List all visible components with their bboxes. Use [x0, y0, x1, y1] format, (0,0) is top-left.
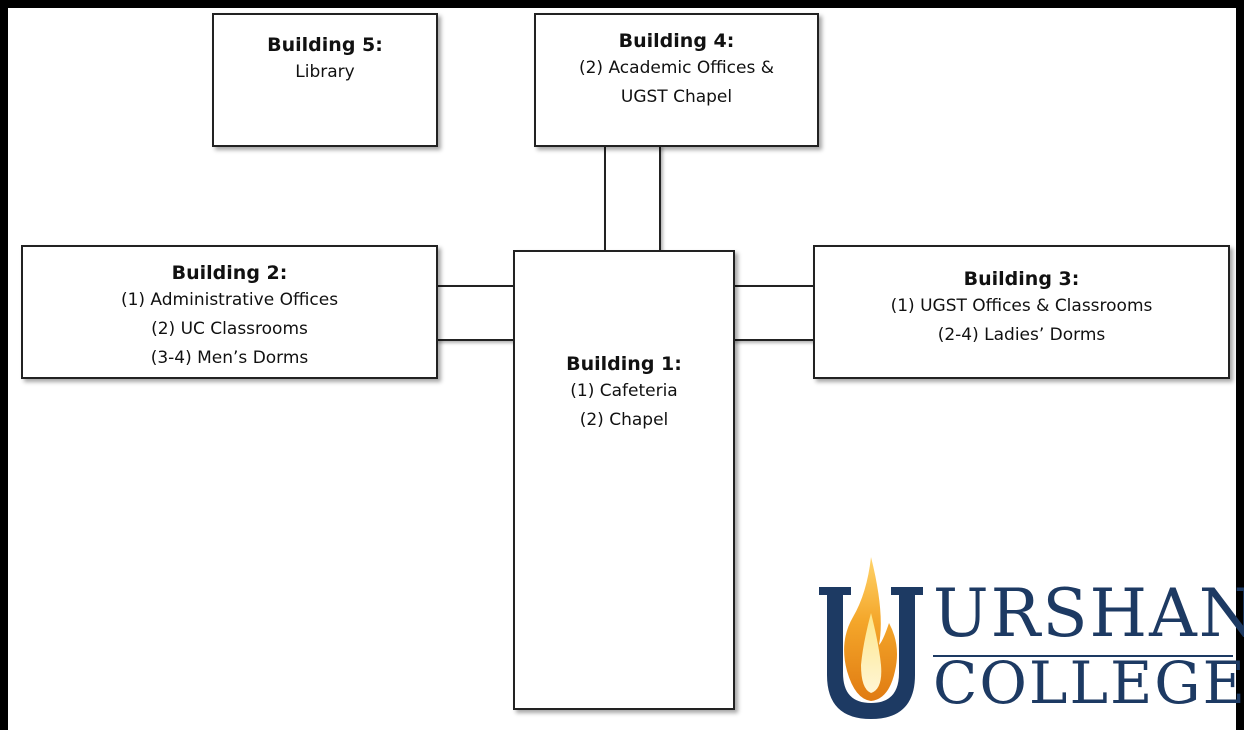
connector-building-1-to-2	[436, 285, 516, 341]
logo-wordmark-urshan: URSHAN	[933, 575, 1244, 652]
building-3-title: Building 3:	[963, 268, 1080, 290]
building-3-line: (1) UGST Offices & Classrooms	[890, 296, 1153, 316]
building-2-line: (1) Administrative Offices	[120, 290, 339, 310]
logo-wordmark-college: COLLEGE	[933, 649, 1244, 717]
flame-u-emblem-icon	[819, 557, 923, 719]
logo-divider-rule	[933, 655, 1233, 657]
building-1-line: (2) Chapel	[579, 410, 669, 430]
connector-building-1-to-4	[604, 145, 661, 252]
building-3-box: Building 3: (1) UGST Offices & Classroom…	[813, 245, 1230, 379]
building-1-box: Building 1: (1) Cafeteria (2) Chapel	[513, 250, 735, 710]
building-1-line: (1) Cafeteria	[570, 381, 678, 401]
building-5-title: Building 5:	[267, 34, 383, 56]
building-4-box: Building 4: (2) Academic Offices & UGST …	[534, 13, 819, 147]
connector-building-1-to-3	[732, 285, 816, 341]
building-4-title: Building 4:	[618, 30, 735, 52]
building-3-line: (2-4) Ladies’ Dorms	[937, 325, 1106, 345]
building-2-line: (3-4) Men’s Dorms	[150, 348, 309, 368]
building-5-box: Building 5: Library	[212, 13, 438, 147]
building-1-title: Building 1:	[566, 353, 682, 375]
building-4-line: (2) Academic Offices &	[578, 58, 774, 78]
building-2-line: (2) UC Classrooms	[151, 319, 308, 339]
building-2-title: Building 2:	[171, 262, 288, 284]
building-4-line: UGST Chapel	[620, 87, 733, 107]
urshan-college-logo: URSHAN COLLEGE	[809, 553, 1244, 721]
building-5-line: Library	[295, 62, 355, 82]
building-2-box: Building 2: (1) Administrative Offices (…	[21, 245, 438, 379]
